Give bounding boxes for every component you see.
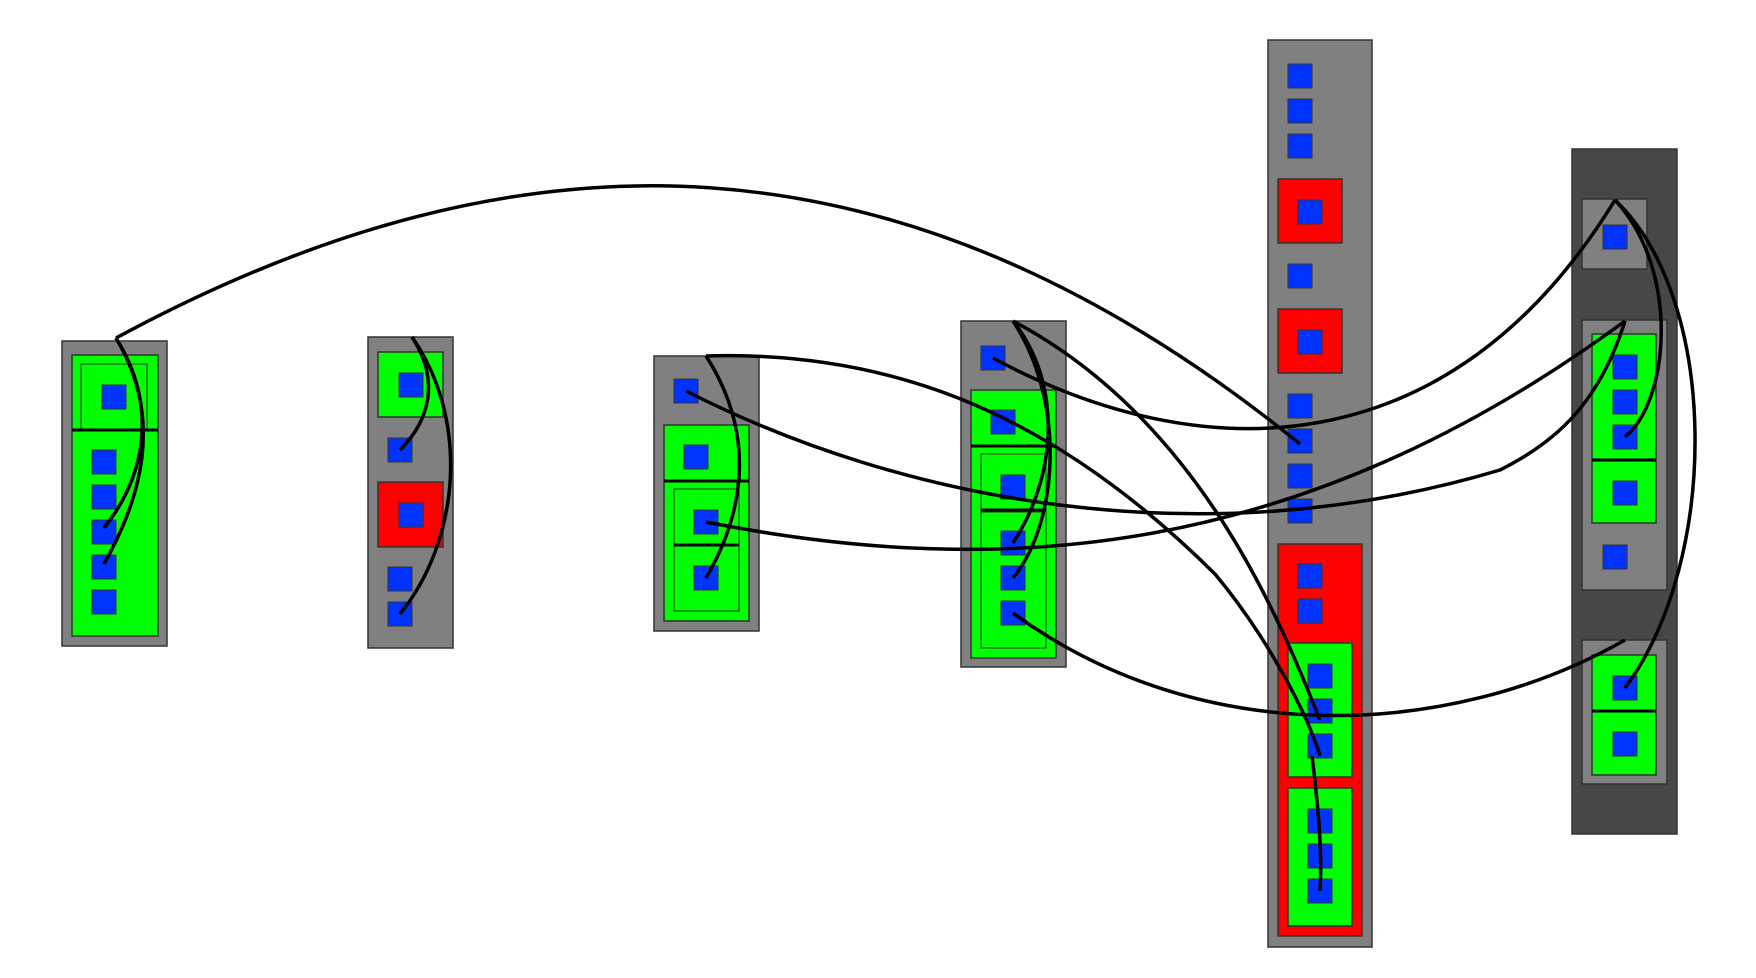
edge [704,355,742,579]
node [1612,731,1638,757]
edge [102,337,145,565]
edge [1310,755,1323,892]
edge [705,353,1322,757]
node [91,449,117,475]
node [1287,463,1313,489]
node [1287,98,1313,124]
node [1287,63,1313,89]
node [1287,263,1313,289]
green-block [1591,654,1657,776]
edge [992,199,1617,431]
node [387,566,413,592]
node [398,372,424,398]
column-3 [653,355,760,632]
edge [1011,611,1626,718]
edge [115,184,1302,446]
edge [1613,198,1697,690]
edge [705,319,1627,552]
node [1612,354,1638,380]
edge [398,335,453,616]
column-6 [1571,148,1678,835]
edge [1613,198,1663,439]
node [1297,329,1323,355]
node [1287,133,1313,159]
node [1297,563,1323,589]
edges [102,184,1697,892]
node [1612,389,1638,415]
edge [685,320,1627,516]
node [101,384,127,410]
node [1297,199,1323,225]
node [91,554,117,580]
node [1602,224,1628,250]
node [91,589,117,615]
node [683,444,709,470]
column-5 [1267,39,1373,948]
node [1297,598,1323,624]
column-1 [61,340,168,647]
node [1602,544,1628,570]
edge [1012,319,1322,721]
node [1287,393,1313,419]
edge [1011,320,1052,580]
node [398,502,424,528]
green-inner-block [673,488,740,612]
node [91,519,117,545]
node [1612,480,1638,506]
node [1307,663,1333,689]
node [1287,428,1313,454]
node [91,484,117,510]
